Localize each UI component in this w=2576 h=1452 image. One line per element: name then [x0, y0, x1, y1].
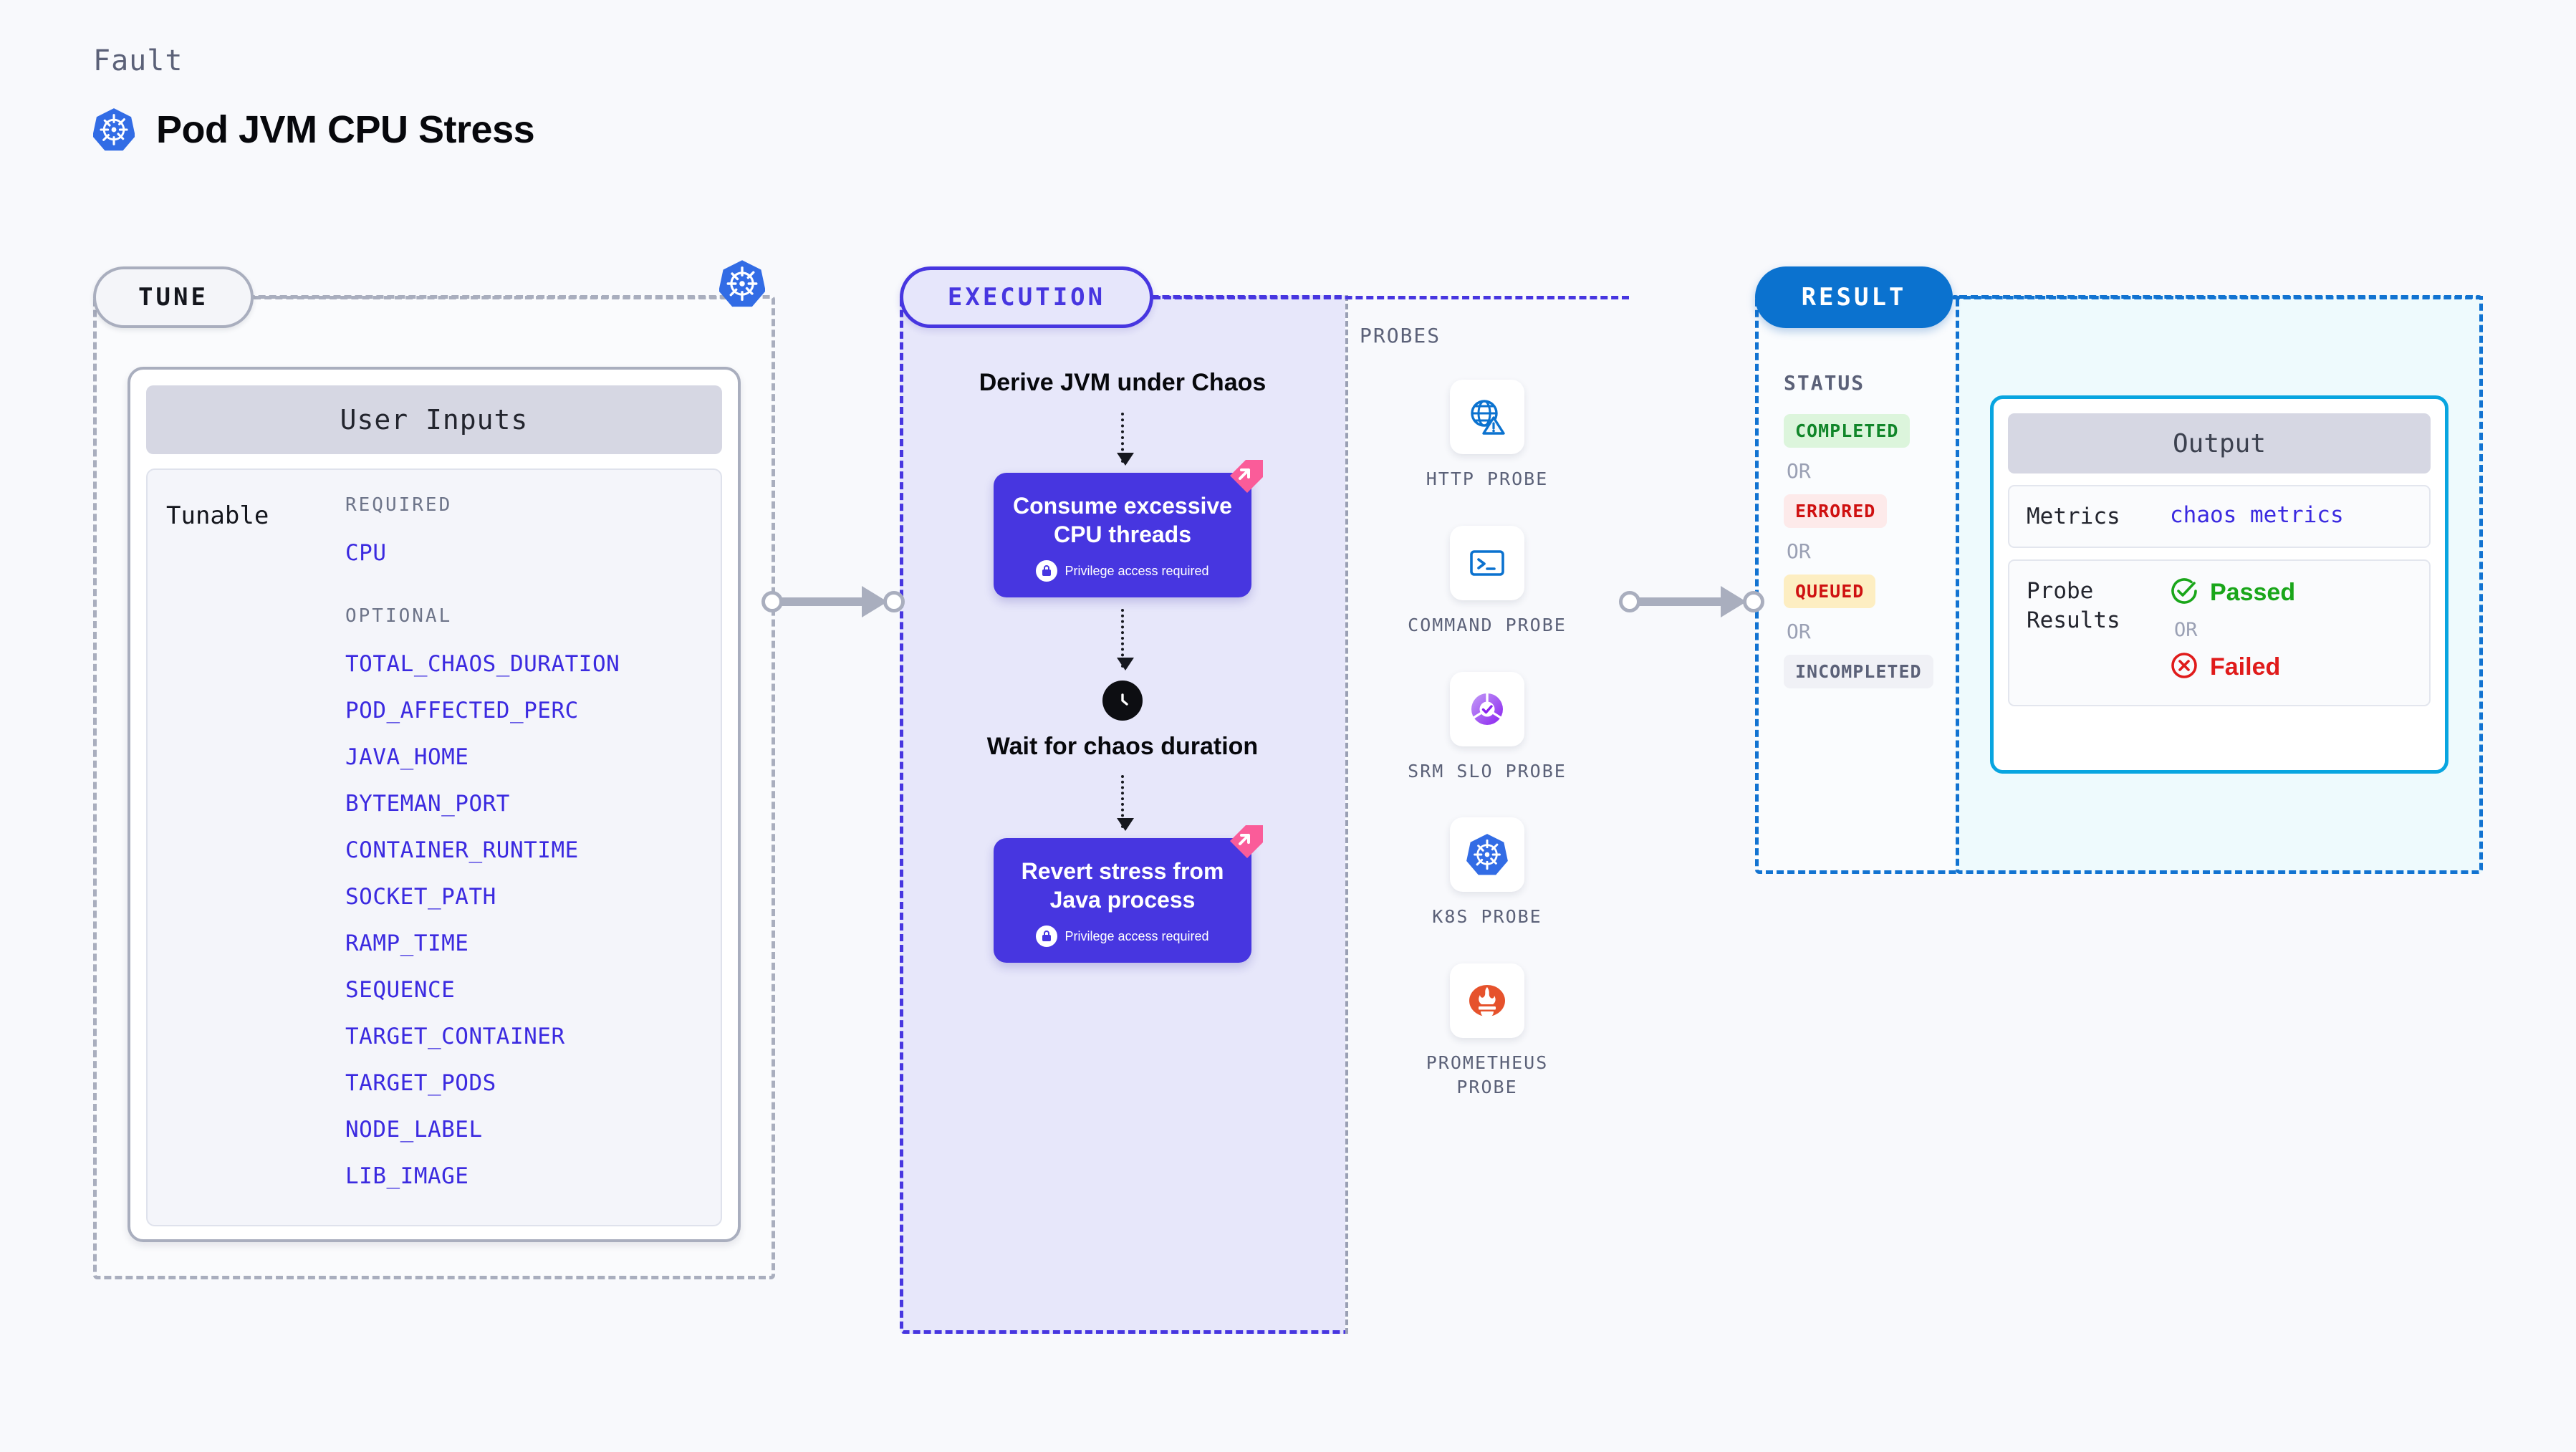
- x-circle-icon: [2170, 651, 2198, 683]
- privilege-badge-text: Privilege access required: [1064, 928, 1209, 943]
- exec-node-consume-cpu-badge: Privilege access required: [1009, 560, 1236, 582]
- page-title: Pod JVM CPU Stress: [156, 108, 535, 151]
- param-container-runtime[interactable]: CONTAINER_RUNTIME: [345, 837, 579, 863]
- param-socket-path[interactable]: SOCKET_PATH: [345, 884, 496, 910]
- probe-k8s[interactable]: K8S PROBE: [1432, 817, 1542, 929]
- param-byteman-port[interactable]: BYTEMAN_PORT: [345, 791, 510, 817]
- exec-node-revert-stress[interactable]: Revert stress from Java process Privileg…: [994, 825, 1263, 963]
- param-cpu[interactable]: CPU: [345, 540, 387, 566]
- exec-step-wait-label: Wait for chaos duration: [986, 733, 1259, 761]
- passed-label: Passed: [2210, 579, 2296, 607]
- privilege-flag-icon: [1224, 819, 1269, 864]
- probe-results-label: Probe Results: [2027, 578, 2120, 633]
- privilege-flag-icon: [1224, 454, 1269, 499]
- execution-flow: Derive JVM under Chaos Consume excessive…: [900, 367, 1345, 963]
- flow-arrow-execution-to-result: [1619, 586, 1766, 617]
- metrics-label: Metrics: [2027, 504, 2120, 529]
- tune-pill[interactable]: TUNE: [93, 266, 254, 328]
- metrics-value[interactable]: chaos metrics: [2170, 502, 2344, 528]
- status-or-2: OR: [1787, 539, 1811, 563]
- required-heading: REQUIRED: [345, 494, 453, 516]
- param-total-chaos-duration[interactable]: TOTAL_CHAOS_DURATION: [345, 651, 620, 677]
- output-card: Output Metrics chaos metrics Probe Resul…: [1990, 395, 2448, 774]
- output-row-probe-results: Probe Results Passed OR: [2008, 559, 2431, 707]
- probe-http-label: HTTP PROBE: [1426, 468, 1549, 489]
- tune-connector-line: [254, 296, 749, 299]
- kubernetes-icon: [1450, 817, 1524, 893]
- param-lib-image[interactable]: LIB_IMAGE: [345, 1163, 469, 1189]
- user-inputs-header: User Inputs: [146, 385, 722, 454]
- probe-srm-slo-label: SRM SLO PROBE: [1408, 760, 1567, 782]
- probes-label: PROBES: [1360, 324, 1441, 347]
- exec-node-consume-cpu[interactable]: Consume excessive CPU threads Privilege …: [994, 460, 1263, 598]
- lock-icon: [1036, 560, 1058, 582]
- status-or-3: OR: [1787, 620, 1811, 643]
- exec-node-consume-cpu-label: Consume excessive CPU threads: [1013, 493, 1232, 548]
- privilege-badge-text: Privilege access required: [1064, 563, 1209, 578]
- result-connector-line: [1953, 296, 2483, 299]
- probe-results-values: Passed OR Failed: [2170, 577, 2295, 683]
- kubernetes-icon: [93, 107, 135, 152]
- output-header: Output: [2008, 413, 2431, 473]
- tunable-body: Tunable REQUIRED CPU OPTIONAL TOTAL_CHAO…: [146, 468, 722, 1226]
- param-target-pods[interactable]: TARGET_PODS: [345, 1070, 496, 1096]
- status-label: STATUS: [1784, 371, 1865, 395]
- output-row-metrics: Metrics chaos metrics: [2008, 485, 2431, 549]
- page-header: Fault Pod JVM CPU Stress: [93, 44, 535, 152]
- probes-region: [1345, 295, 1629, 1334]
- result-pill[interactable]: RESULT: [1755, 266, 1953, 328]
- execution-pill[interactable]: EXECUTION: [900, 266, 1153, 328]
- probe-result-or: OR: [2174, 619, 2198, 642]
- status-badge-errored: ERRORED: [1784, 494, 1888, 528]
- exec-arrow-2: [1117, 609, 1134, 671]
- exec-node-revert-stress-badge: Privilege access required: [1009, 925, 1236, 948]
- probe-result-failed: Failed: [2170, 651, 2295, 683]
- probe-k8s-label: K8S PROBE: [1432, 906, 1542, 928]
- exec-step-derive-label: Derive JVM under Chaos: [979, 369, 1267, 396]
- prometheus-icon: [1450, 963, 1524, 1038]
- lock-icon: [1036, 925, 1058, 948]
- user-inputs-card: User Inputs Tunable REQUIRED CPU OPTIONA…: [128, 367, 741, 1242]
- status-badge-incompleted: INCOMPLETED: [1784, 655, 1933, 688]
- probe-command[interactable]: COMMAND PROBE: [1408, 525, 1567, 638]
- probe-http[interactable]: HTTP PROBE: [1426, 380, 1549, 491]
- optional-heading: OPTIONAL: [345, 605, 453, 627]
- tune-kubernetes-icon: [719, 259, 765, 308]
- param-node-label[interactable]: NODE_LABEL: [345, 1117, 483, 1143]
- slo-donut-check-icon: [1449, 671, 1524, 746]
- probes-list: HTTP PROBE COMMAND PROBE: [1345, 380, 1629, 1100]
- terminal-icon: [1449, 525, 1524, 600]
- exec-arrow-3: [1117, 775, 1134, 832]
- check-circle-icon: [2170, 577, 2198, 609]
- status-list: COMPLETED OR ERRORED OR QUEUED OR INCOMP…: [1784, 414, 1948, 688]
- probe-srm-slo[interactable]: SRM SLO PROBE: [1408, 671, 1567, 784]
- globe-warning-icon: [1449, 380, 1524, 454]
- tunable-label: Tunable: [166, 501, 269, 530]
- exec-arrow-1: [1117, 413, 1134, 466]
- fault-kicker: Fault: [93, 44, 183, 77]
- probe-prometheus[interactable]: PROMETHEUS PROBE: [1405, 963, 1570, 1100]
- status-badge-queued: QUEUED: [1784, 574, 1876, 608]
- status-badge-completed: COMPLETED: [1784, 414, 1911, 448]
- status-or-1: OR: [1787, 459, 1811, 483]
- param-java-home[interactable]: JAVA_HOME: [345, 744, 469, 770]
- probe-command-label: COMMAND PROBE: [1408, 614, 1567, 635]
- flow-arrow-tune-to-execution: [761, 586, 905, 617]
- probe-result-passed: Passed: [2170, 577, 2295, 609]
- probe-prometheus-label: PROMETHEUS PROBE: [1426, 1052, 1549, 1097]
- param-sequence[interactable]: SEQUENCE: [345, 977, 456, 1003]
- param-pod-affected-perc[interactable]: POD_AFFECTED_PERC: [345, 698, 579, 723]
- params-column: REQUIRED CPU OPTIONAL TOTAL_CHAOS_DURATI…: [345, 494, 702, 1201]
- failed-label: Failed: [2210, 653, 2281, 681]
- title-row: Pod JVM CPU Stress: [93, 107, 535, 152]
- param-ramp-time[interactable]: RAMP_TIME: [345, 931, 469, 956]
- execution-connector-line: [1153, 296, 1629, 299]
- exec-node-revert-stress-label: Revert stress from Java process: [1021, 858, 1224, 913]
- param-target-container[interactable]: TARGET_CONTAINER: [345, 1024, 565, 1049]
- clock-icon: [1102, 681, 1143, 721]
